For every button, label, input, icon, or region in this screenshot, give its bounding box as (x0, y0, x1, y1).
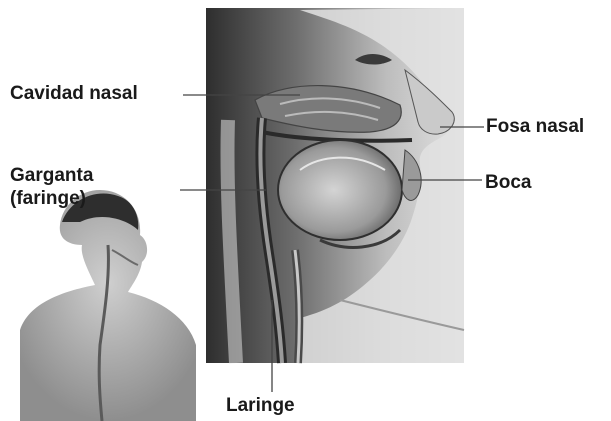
human-figure-inset (20, 190, 196, 421)
figure-body (20, 190, 196, 421)
label-fosa-nasal: Fosa nasal (486, 116, 584, 138)
label-garganta: Garganta (faringe) (10, 164, 93, 210)
label-boca: Boca (485, 172, 531, 194)
label-laringe: Laringe (226, 395, 295, 417)
label-cavidad-nasal: Cavidad nasal (10, 83, 138, 105)
label-garganta-line1: Garganta (10, 164, 93, 187)
label-garganta-line2: (faringe) (10, 187, 93, 210)
head-cross-section (206, 8, 464, 363)
tongue (278, 140, 402, 240)
